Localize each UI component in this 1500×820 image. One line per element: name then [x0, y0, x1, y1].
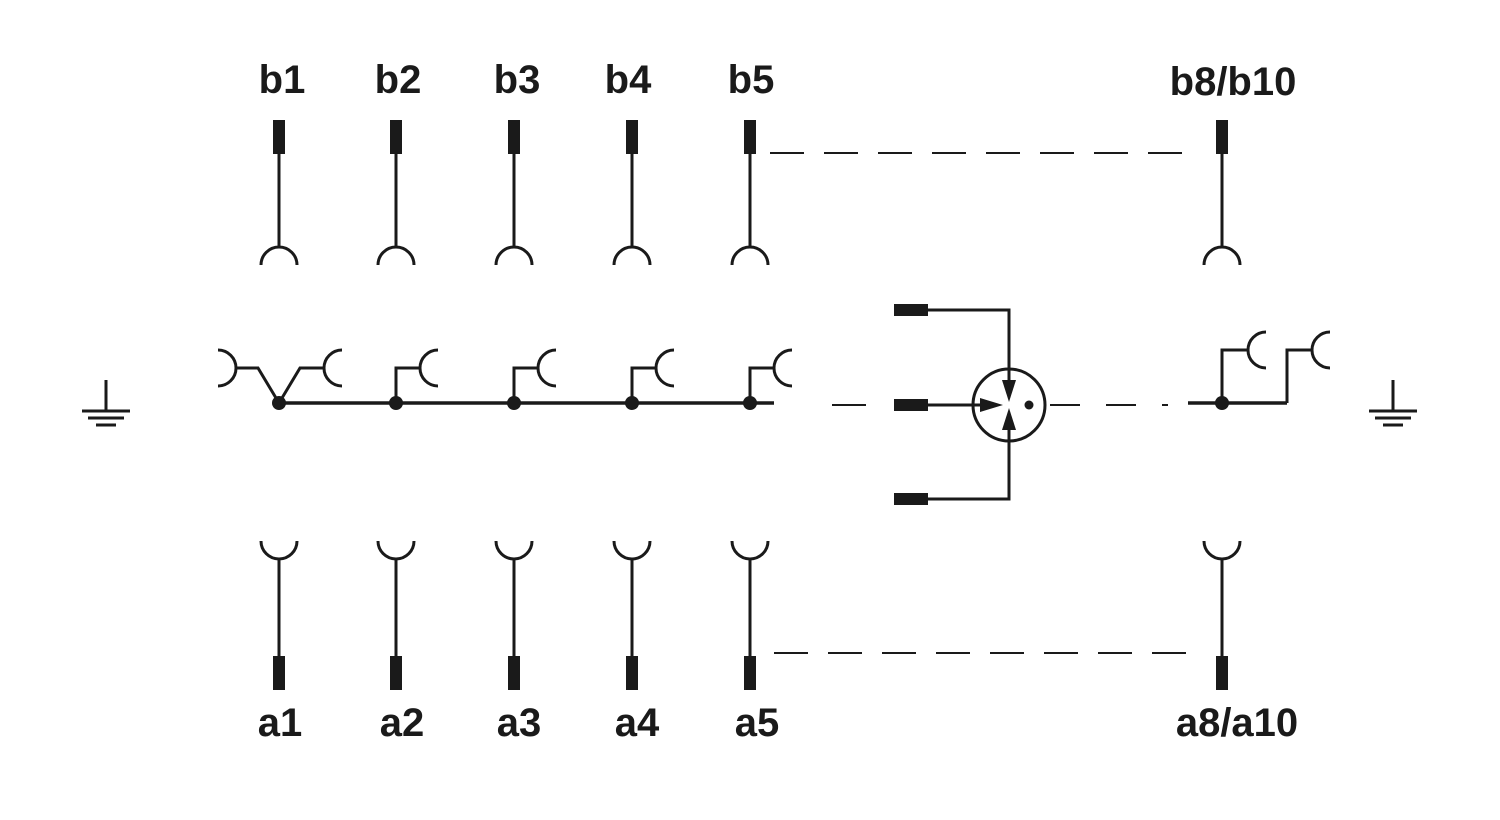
- terminal-a2: [376, 540, 416, 690]
- socket-contact-icon: [259, 540, 299, 561]
- terminal-a3: [494, 540, 534, 690]
- terminal-pin: [626, 120, 638, 154]
- socket-contact-icon: [730, 540, 770, 561]
- ground-icon: [1369, 380, 1417, 427]
- terminal-pin: [744, 656, 756, 690]
- terminal-pin: [390, 120, 402, 154]
- junction-node: [1215, 396, 1229, 410]
- terminal-b5: [730, 120, 770, 266]
- terminal-pin: [508, 120, 520, 154]
- terminal-pin: [1216, 120, 1228, 154]
- socket-contact-icon: [1202, 540, 1242, 561]
- label-a1: a1: [258, 701, 303, 745]
- bus-feed-wire: [1220, 348, 1248, 403]
- label-b5: b5: [728, 58, 775, 102]
- terminal-pin: [508, 656, 520, 690]
- label-a2: a2: [380, 701, 425, 745]
- socket-contact-icon: [1246, 330, 1267, 370]
- label-a3: a3: [497, 701, 542, 745]
- label-b4: b4: [605, 58, 652, 102]
- bottom-terminal-labels: a1 a2 a3 a4 a5 a8/a10: [258, 701, 1298, 745]
- terminal-b1: [259, 120, 299, 266]
- bus-feed-wire: [1285, 348, 1312, 403]
- terminal-b2: [376, 120, 416, 266]
- arrester-wire-top: [928, 308, 1011, 370]
- ground-icon: [82, 380, 130, 427]
- terminal-a4: [612, 540, 652, 690]
- socket-contact-icon: [376, 540, 416, 561]
- terminal-a8-a10: [1202, 540, 1242, 690]
- terminal-pin: [626, 656, 638, 690]
- socket-contact-icon: [376, 245, 416, 266]
- terminal-pin: [1216, 656, 1228, 690]
- bus-feed-wire: [748, 366, 774, 403]
- label-a8-a10: a8/a10: [1176, 701, 1298, 745]
- terminal-pin: [273, 120, 285, 154]
- arrester-housing: [971, 367, 1047, 443]
- bus-feed-wire: [394, 366, 420, 403]
- bus-feed-wire: [512, 366, 538, 403]
- label-b1: b1: [259, 58, 306, 102]
- top-terminals: [259, 120, 1242, 266]
- label-b8-b10: b8/b10: [1170, 60, 1297, 104]
- arrester-pin-middle: [894, 399, 928, 411]
- bottom-terminals: [259, 540, 1242, 690]
- terminal-b8-b10: [1202, 120, 1242, 266]
- socket-contact-icon: [322, 348, 343, 388]
- socket-contact-icon: [730, 245, 770, 266]
- junction-node: [507, 396, 521, 410]
- socket-contact-icon: [612, 540, 652, 561]
- junction-node: [272, 396, 286, 410]
- arrester-pin-bottom: [894, 493, 928, 505]
- socket-contact-icon: [217, 348, 238, 388]
- terminal-pin: [273, 656, 285, 690]
- label-b2: b2: [375, 58, 422, 102]
- surge-arrester-icon: [894, 304, 1047, 505]
- label-a5: a5: [735, 701, 780, 745]
- label-a4: a4: [615, 701, 660, 745]
- socket-contact-icon: [259, 245, 299, 266]
- socket-contact-icon: [772, 348, 793, 388]
- socket-contact-icon: [612, 245, 652, 266]
- junction-node: [743, 396, 757, 410]
- arrester-pin-top: [894, 304, 928, 316]
- label-b3: b3: [494, 58, 541, 102]
- socket-contact-icon: [1202, 245, 1242, 266]
- terminal-a5: [730, 540, 770, 690]
- terminal-pin: [744, 120, 756, 154]
- socket-contact-icon: [536, 348, 557, 388]
- socket-contact-icon: [1310, 330, 1331, 370]
- arrester-wire-bottom: [928, 440, 1011, 501]
- socket-contact-icon: [494, 540, 534, 561]
- terminal-pin: [390, 656, 402, 690]
- socket-contact-icon: [494, 245, 534, 266]
- arrester-dot: [1024, 400, 1034, 410]
- terminal-a1: [259, 540, 299, 690]
- terminal-b3: [494, 120, 534, 266]
- socket-contact-icon: [654, 348, 675, 388]
- junction-node: [625, 396, 639, 410]
- socket-contact-icon: [418, 348, 439, 388]
- shield-bus-right: [1188, 330, 1331, 410]
- junction-node: [389, 396, 403, 410]
- top-terminal-labels: b1 b2 b3 b4 b5 b8/b10: [259, 58, 1297, 104]
- terminal-b4: [612, 120, 652, 266]
- bus-feed-wire: [630, 366, 656, 403]
- shield-bus-left: [217, 348, 793, 410]
